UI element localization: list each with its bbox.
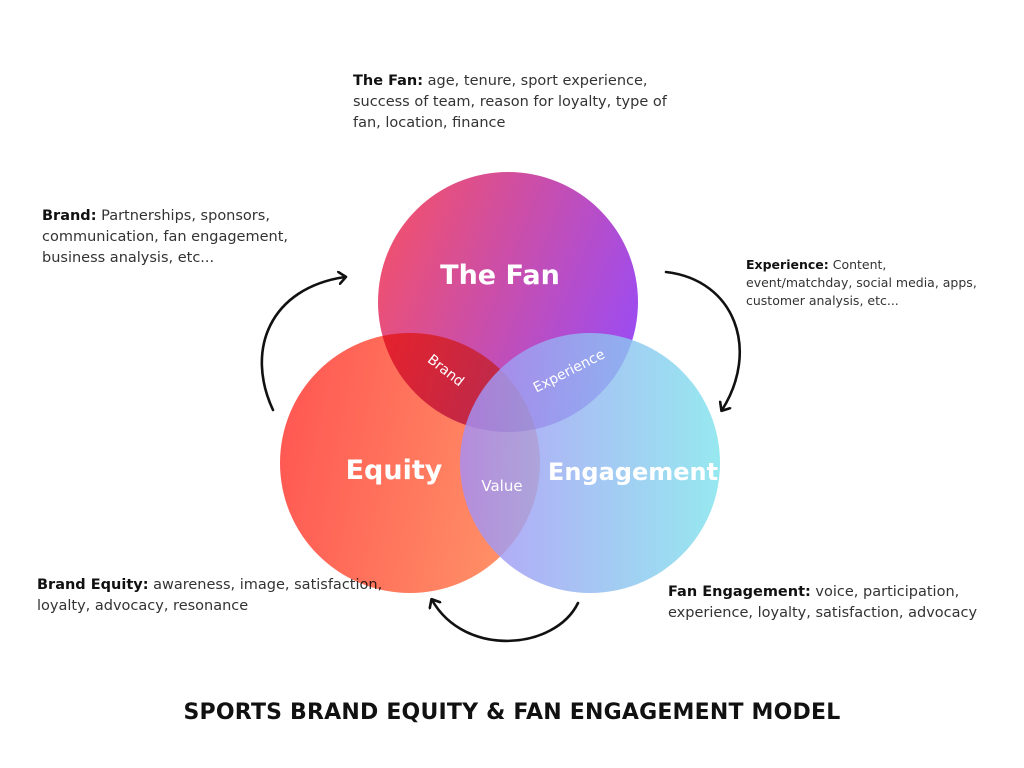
brand-equity-note-body: awareness, image, satisfaction, loyalty,… bbox=[37, 577, 383, 614]
fan-note: The Fan: age, tenure, sport experience, … bbox=[353, 71, 673, 134]
brand-note-body: Partnerships, sponsors, communication, f… bbox=[42, 208, 288, 266]
arrow-right-curve bbox=[664, 270, 742, 410]
experience-note: Experience: Content, event/matchday, soc… bbox=[746, 256, 996, 310]
arrow-left-curve bbox=[260, 277, 345, 412]
equity-circle bbox=[280, 333, 540, 593]
engagement-label: Engagement bbox=[548, 458, 718, 486]
brand-equity-note: Brand Equity: awareness, image, satisfac… bbox=[37, 575, 397, 617]
engagement-circle bbox=[460, 333, 720, 593]
experience-note-head: Experience: bbox=[746, 257, 829, 272]
brand-equity-note-head: Brand Equity: bbox=[37, 577, 149, 593]
fan-engagement-note: Fan Engagement: voice, participation, ex… bbox=[668, 582, 1003, 624]
experience-note-body: Content, event/matchday, social media, a… bbox=[746, 257, 977, 308]
value-overlap-label: Value bbox=[481, 477, 522, 495]
diagram-title: SPORTS BRAND EQUITY & FAN ENGAGEMENT MOD… bbox=[183, 700, 841, 725]
fan-note-body: age, tenure, sport experience, success o… bbox=[353, 73, 667, 131]
brand-note: Brand: Partnerships, sponsors, communica… bbox=[42, 206, 327, 269]
fan-engagement-note-head: Fan Engagement: bbox=[668, 584, 811, 600]
brand-note-head: Brand: bbox=[42, 208, 97, 224]
fan-note-head: The Fan: bbox=[353, 73, 424, 89]
arrow-bottom-curve bbox=[432, 600, 580, 643]
fan-label: The Fan bbox=[440, 260, 560, 291]
fan-engagement-note-body: voice, participation, experience, loyalt… bbox=[668, 584, 978, 621]
equity-label: Equity bbox=[346, 455, 443, 486]
